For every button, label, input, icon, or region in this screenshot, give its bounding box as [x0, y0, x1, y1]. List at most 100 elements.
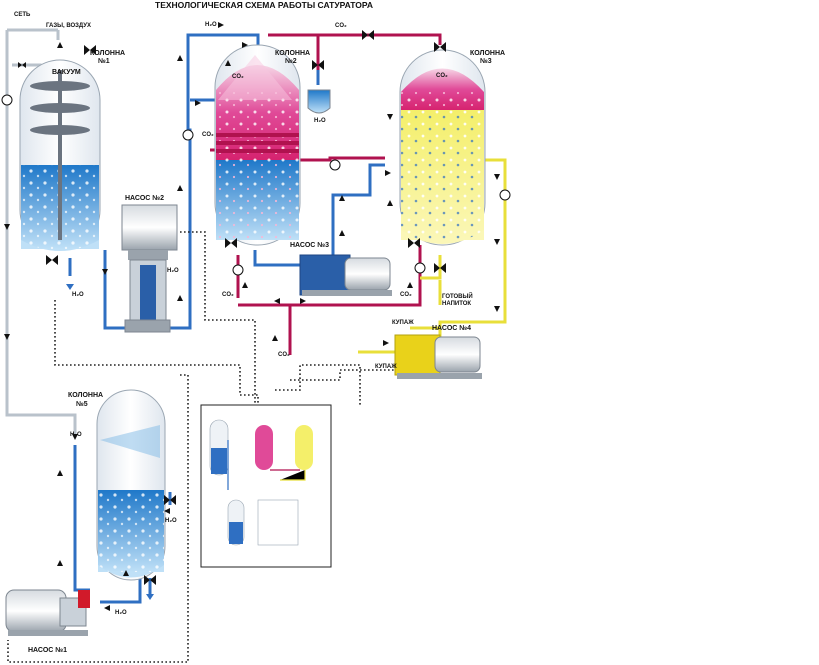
- scheme-thumbnail: [200, 404, 332, 568]
- flow-arrows: [4, 22, 500, 611]
- pump-3-co2-left-label: CO₂: [222, 292, 234, 298]
- valve-icon: [408, 238, 420, 248]
- flow-arrow-icon: [4, 224, 10, 230]
- column-1: ВАКУУМ: [19, 59, 101, 251]
- flow-arrow-icon: [195, 100, 201, 106]
- column-2-co2-inlet-label: CO₂: [202, 132, 214, 138]
- coupage-label-left: КУПАЖ: [375, 364, 397, 370]
- column-2-co2-label: CO₂: [232, 74, 244, 80]
- check-valves: [1, 94, 511, 276]
- pump-1: [5, 589, 90, 636]
- column-5-h2o-outlet-label: H₂O: [165, 518, 177, 524]
- column-3: [399, 49, 486, 246]
- valves: [18, 30, 446, 585]
- flow-arrow-icon: [387, 114, 393, 120]
- pump-1-h2o-label: H₂O: [115, 610, 127, 616]
- co2-lines: [210, 33, 442, 355]
- pump-1-label: НАСОС №1: [28, 646, 67, 654]
- flow-arrow-icon: [104, 605, 110, 611]
- valve-icon: [164, 495, 176, 505]
- pump-4: [394, 334, 482, 379]
- flow-arrow-icon: [123, 570, 129, 576]
- finished-drink-label-2: НАПИТОК: [442, 301, 471, 307]
- valve-icon: [18, 62, 26, 68]
- column-2: [214, 44, 301, 246]
- flow-arrow-icon: [272, 335, 278, 341]
- flow-arrow-icon: [177, 295, 183, 301]
- drain-arrow-icon: [146, 594, 154, 600]
- pump-3: [299, 254, 392, 296]
- flow-arrow-icon: [57, 42, 63, 48]
- h2o-tank: [307, 89, 331, 114]
- column-2-h2o-label: H₂O: [205, 22, 217, 28]
- column-1-h2o-label: H₂O: [72, 292, 84, 298]
- flow-arrow-icon: [242, 42, 248, 48]
- column-5-number: №5: [76, 400, 88, 408]
- flow-arrow-icon: [387, 200, 393, 206]
- check-valve-icon: [1, 94, 13, 106]
- pump-2: [121, 204, 178, 333]
- column-3-label: КОЛОННА: [470, 50, 505, 57]
- flow-arrow-icon: [274, 298, 306, 304]
- flow-arrow-icon: [385, 170, 391, 176]
- column-5-label: КОЛОННА: [68, 392, 103, 399]
- gases-air-label: ГАЗЫ, ВОЗДУХ: [46, 23, 91, 29]
- flow-arrow-icon: [218, 22, 224, 28]
- net-label: СЕТЬ: [14, 12, 31, 18]
- flow-arrow-icon: [242, 282, 248, 288]
- column-3-co2-label: CO₂: [436, 73, 448, 79]
- valve-icon: [144, 575, 156, 585]
- flow-arrow-icon: [72, 434, 78, 440]
- drink-lines: [358, 158, 507, 354]
- valve-icon: [362, 30, 374, 40]
- flow-arrow-icon: [339, 195, 345, 201]
- check-valve-icon: [232, 264, 244, 276]
- valve-icon: [84, 45, 96, 55]
- flow-arrow-icon: [57, 470, 63, 476]
- check-valve-icon: [499, 189, 511, 201]
- flow-arrow-icon: [225, 60, 231, 66]
- flow-arrow-icon: [102, 269, 108, 275]
- valve-icon: [434, 42, 446, 52]
- pump-3-label: НАСОС №3: [290, 241, 329, 249]
- column-1-label: КОЛОННА: [90, 50, 125, 57]
- pump-3-co2-right-label: CO₂: [400, 292, 412, 298]
- finished-drink-label: ГОТОВЫЙ: [442, 292, 473, 300]
- diagram-title: ТЕХНОЛОГИЧЕСКАЯ СХЕМА РАБОТЫ САТУРАТОРА: [155, 0, 373, 10]
- h2o-tank-label: H₂O: [314, 118, 326, 124]
- drain-arrow-icon: [66, 284, 74, 290]
- column-5: [96, 389, 166, 581]
- flow-arrow-icon: [164, 508, 170, 514]
- column-3-number: №3: [480, 57, 492, 65]
- flow-arrow-icon: [494, 174, 500, 180]
- column-1-number: №1: [98, 57, 110, 65]
- valve-icon: [312, 60, 324, 70]
- check-valve-icon: [329, 159, 341, 171]
- pump-4-label: НАСОС №4: [432, 324, 471, 332]
- flow-arrow-icon: [494, 306, 500, 312]
- flow-arrow-icon: [4, 334, 10, 340]
- vacuum-label: ВАКУУМ: [52, 69, 81, 76]
- pump-2-label: НАСОС №2: [125, 194, 164, 202]
- column-2-label: КОЛОННА: [275, 50, 310, 57]
- pump-2-h2o-label: H₂O: [167, 268, 179, 274]
- flow-arrow-icon: [177, 185, 183, 191]
- flow-arrow-icon: [383, 340, 389, 346]
- top-co2-label: CO₂: [335, 23, 347, 29]
- valve-icon: [434, 263, 446, 273]
- flow-arrow-icon: [339, 230, 345, 236]
- flow-arrow-icon: [57, 560, 63, 566]
- flow-arrow-icon: [494, 239, 500, 245]
- valve-icon: [225, 238, 237, 248]
- drain-arrows: [66, 284, 154, 600]
- signal-lines: [7, 231, 395, 663]
- co2-inlet-label: CO₂: [278, 352, 290, 358]
- check-valve-icon: [182, 129, 194, 141]
- coupage-label-top: КУПАЖ: [392, 320, 414, 326]
- check-valve-icon: [414, 262, 426, 274]
- column-2-number: №2: [285, 57, 297, 65]
- flow-arrow-icon: [407, 282, 413, 288]
- flow-arrow-icon: [177, 55, 183, 61]
- valve-icon: [46, 255, 58, 265]
